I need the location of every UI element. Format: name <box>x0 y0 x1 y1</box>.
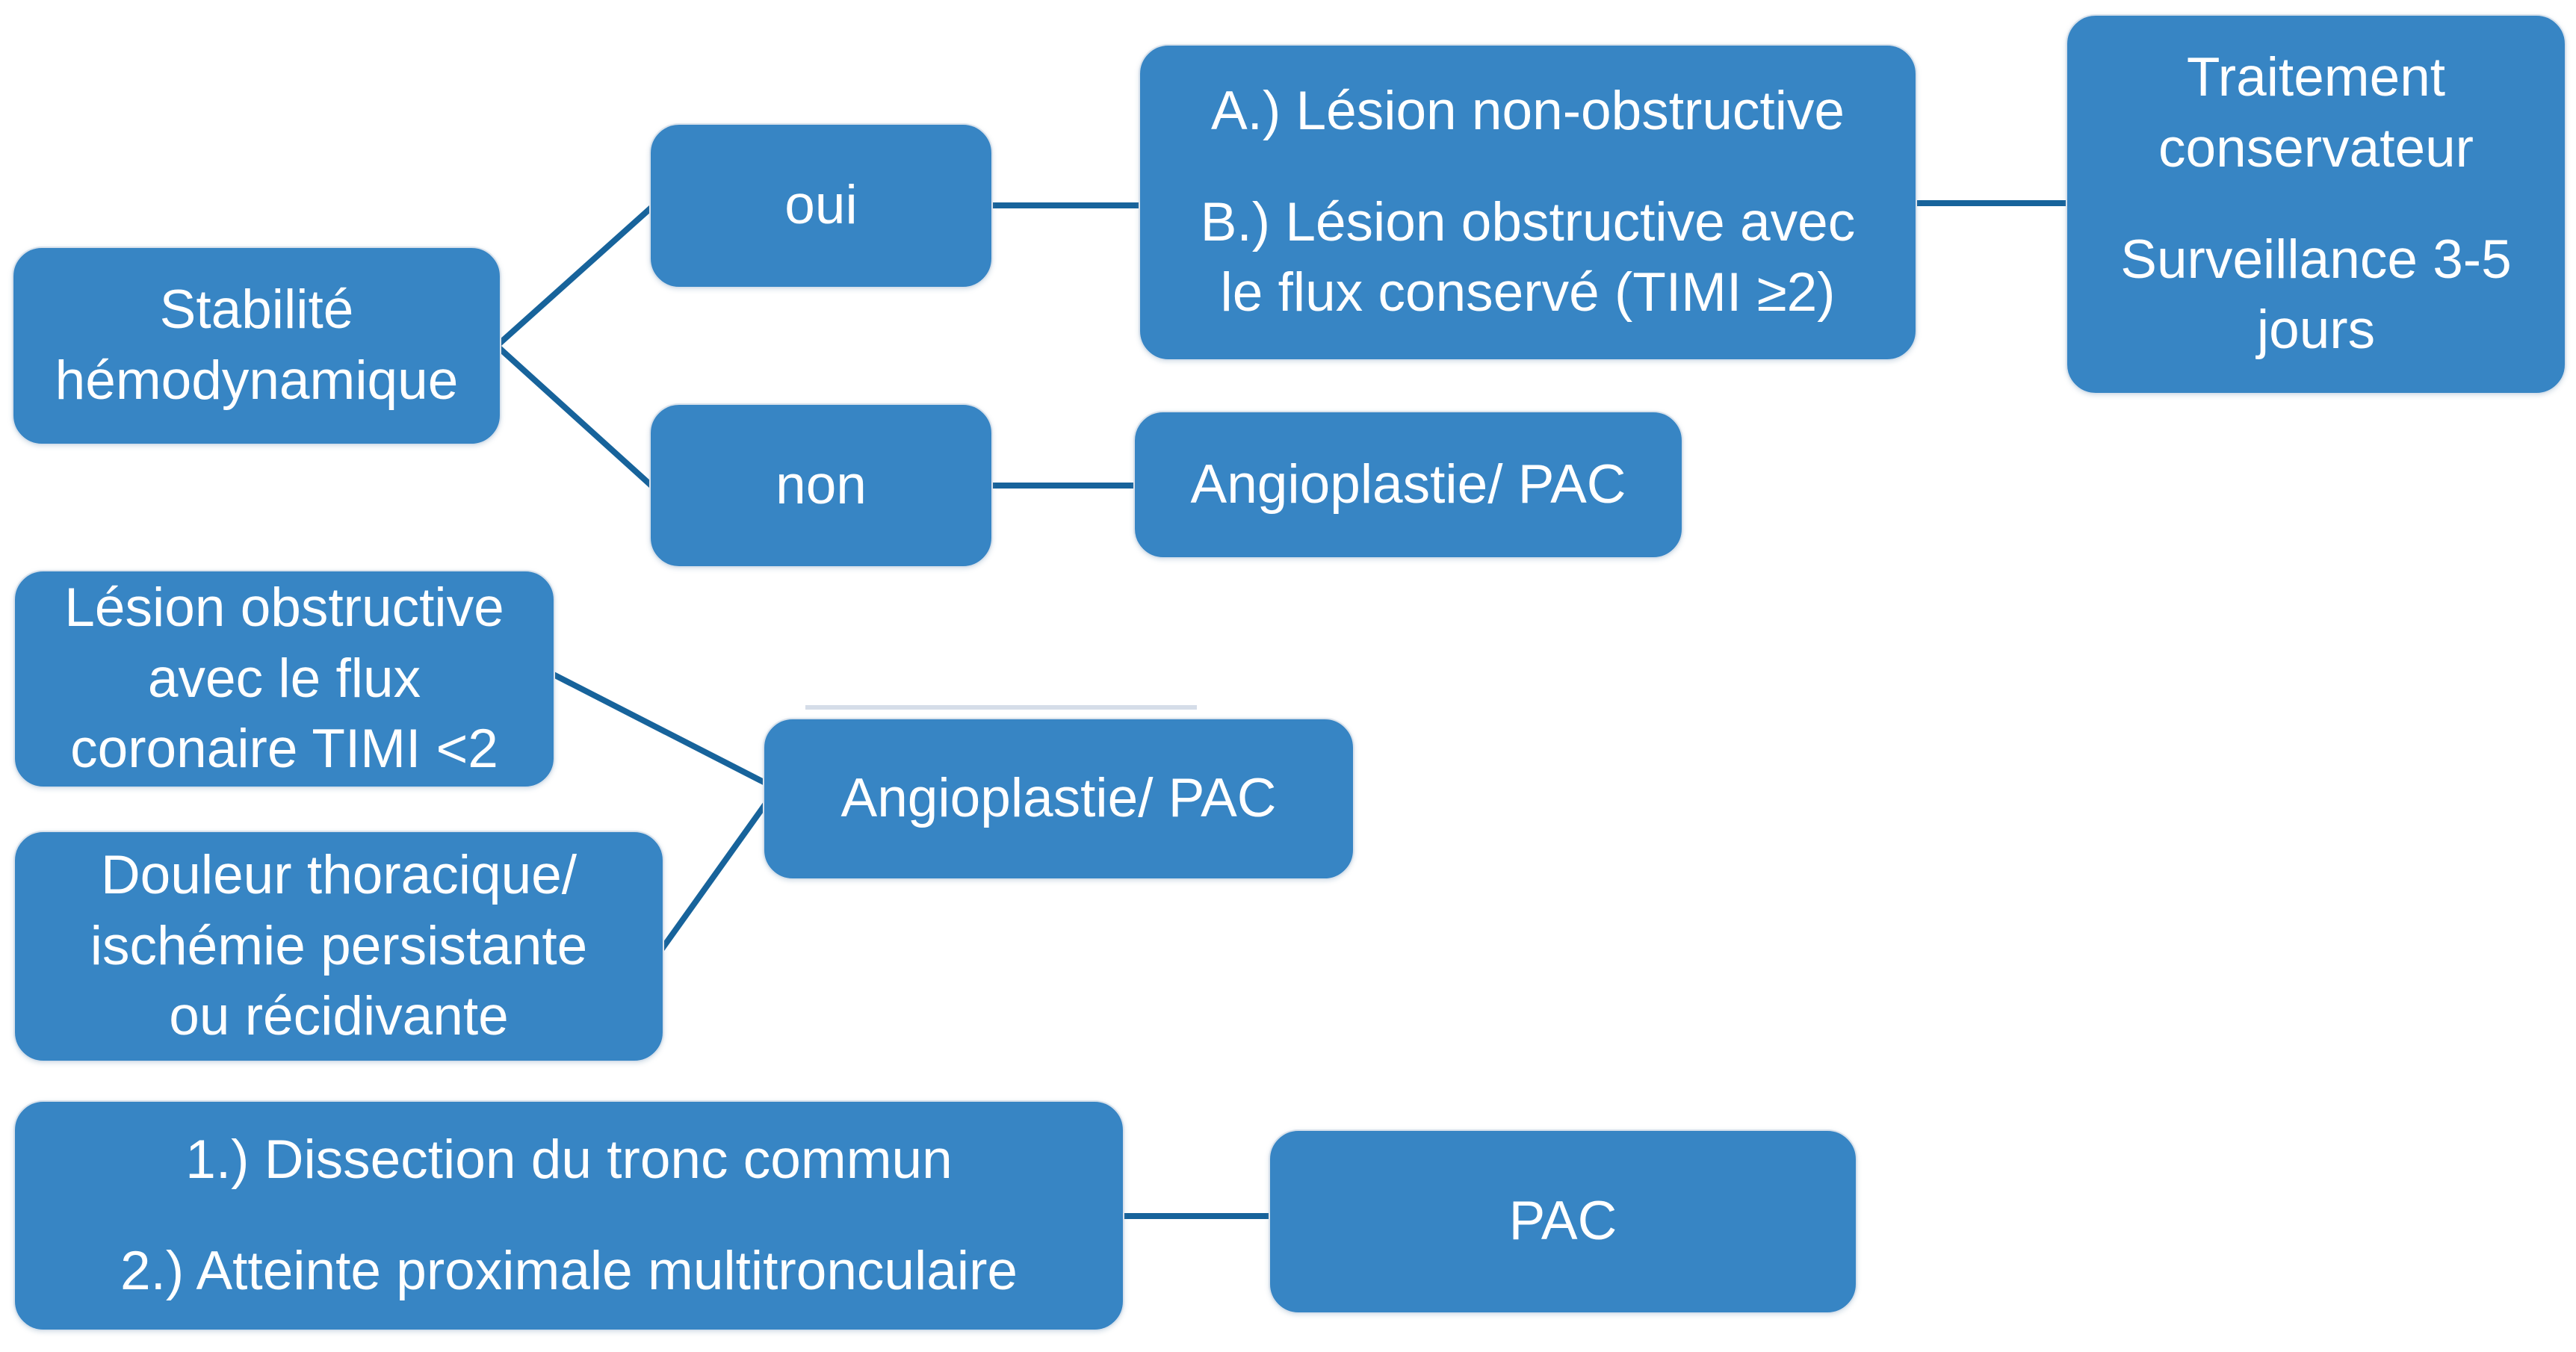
node-non: non <box>649 403 993 568</box>
node-label-line: Lésion obstructive <box>64 577 504 638</box>
node-label-line: Douleur thoracique/ <box>100 844 578 905</box>
connector-stabilite-non <box>495 344 663 497</box>
list-item-1: 1.) Dissection du tronc commun <box>185 1125 952 1196</box>
node-oui: oui <box>649 123 993 288</box>
node-label-line: 2.) Atteinte proximale multitronculaire <box>120 1240 1018 1301</box>
node-label-line: B.) Lésion obstructive avec <box>1200 191 1856 252</box>
node-label-line: A.) Lésion non-obstructive <box>1210 80 1845 141</box>
node-douleur-thoracique: Douleur thoracique/ ischémie persistante… <box>13 831 664 1062</box>
connector-timi-angio-mid <box>548 669 773 789</box>
node-label: non <box>775 454 867 515</box>
node-pac: PAC <box>1269 1129 1857 1314</box>
node-label-line: Traitement <box>2186 46 2446 108</box>
paragraph-surveillance: Surveillance 3-5 jours <box>2120 225 2511 367</box>
node-label: Angioplastie/ PAC <box>840 768 1277 829</box>
list-item-b: B.) Lésion obstructive avec le flux cons… <box>1201 187 1855 329</box>
node-label-line: conservateur <box>2158 117 2474 179</box>
node-label-line: hémodynamique <box>55 350 459 411</box>
list-item-a: A.) Lésion non-obstructive <box>1211 76 1845 147</box>
node-criteres-chirurgie: 1.) Dissection du tronc commun 2.) Attei… <box>13 1100 1124 1331</box>
connector-douleur-angio-mid <box>656 794 774 955</box>
node-label-line: le flux conservé (TIMI ≥2) <box>1220 262 1836 323</box>
node-label-line: avec le flux <box>147 648 421 709</box>
node-angioplastie-pac-middle: Angioplastie/ PAC <box>763 718 1354 880</box>
node-traitement-conservateur: Traitement conservateur Surveillance 3-5… <box>2066 14 2566 394</box>
node-label-line: Surveillance 3-5 <box>2120 229 2512 290</box>
node-label-line: ou récidivante <box>169 986 509 1047</box>
node-label: oui <box>784 175 858 236</box>
node-label-line: 1.) Dissection du tronc commun <box>185 1129 953 1190</box>
node-label-line: ischémie persistante <box>90 915 588 976</box>
node-lesion-types-a-b: A.) Lésion non-obstructive B.) Lésion ob… <box>1139 44 1917 361</box>
node-angioplastie-pac-top: Angioplastie/ PAC <box>1133 411 1683 559</box>
node-lesion-obstructive-timi-inf-2: Lésion obstructive avec le flux coronair… <box>13 570 555 788</box>
node-label: PAC <box>1508 1191 1617 1252</box>
list-item-2: 2.) Atteinte proximale multitronculaire <box>120 1236 1018 1307</box>
node-stabilite-hemodynamique: Stabilité hémodynamique <box>12 246 501 445</box>
node-label-line: Stabilité <box>159 279 354 341</box>
node-label-line: jours <box>2256 300 2376 361</box>
node-label: Angioplastie/ PAC <box>1190 453 1626 515</box>
node-label-line: coronaire TIMI <2 <box>70 719 498 780</box>
paragraph-traitement: Traitement conservateur <box>2158 43 2474 184</box>
connector-stabilite-oui <box>495 196 663 348</box>
